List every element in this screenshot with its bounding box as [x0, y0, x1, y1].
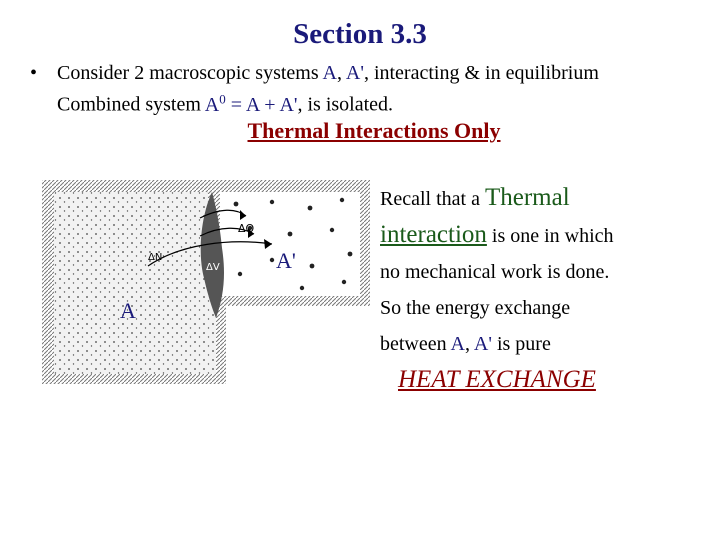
recall-line-5: between A, A' is pure: [380, 326, 710, 362]
combined-system-superscript: 0: [219, 91, 226, 106]
system-A-ref: A: [322, 62, 337, 84]
bullet-text: Consider 2 macroscopic systems A, A', in…: [57, 60, 700, 118]
recall-p1: Recall that a: [380, 188, 485, 210]
recall-A-ref: A: [450, 333, 465, 355]
bullet-line-1: Consider 2 macroscopic systems A, A', in…: [57, 60, 700, 86]
bullet-line-2-pre: Combined system: [57, 93, 205, 116]
delta-Q-label: ΔQ: [238, 222, 255, 235]
recall-line-2: interaction is one in which: [380, 217, 710, 254]
bullet-symbol: •: [30, 62, 38, 84]
recall-line-1: Recall that a Thermal: [380, 180, 710, 217]
bullet-line-2: Combined system A0 = A + A', is isolated…: [57, 86, 700, 118]
recall-A-prime-ref: A': [473, 333, 492, 355]
bullet-line-2-post: , is isolated.: [297, 93, 394, 116]
recall-line-5-comma: ,: [464, 333, 474, 355]
recall-line-4: So the energy exchange: [380, 297, 571, 319]
arrow-heads: [240, 210, 272, 249]
thermal-word: Thermal: [484, 184, 570, 211]
delta-N-label: ΔN: [148, 252, 162, 263]
label-A: A: [120, 298, 136, 323]
label-A-prime: A': [276, 248, 296, 273]
recall-p2: is one in which: [486, 225, 614, 247]
bullet-line-1-post: , interacting & in equilibrium: [363, 62, 599, 84]
bullet-line-1-comma: ,: [336, 62, 346, 84]
recall-line-5-post: is pure: [491, 333, 551, 355]
interaction-word: interaction: [380, 221, 487, 248]
combined-system-symbol: A: [204, 93, 220, 116]
recall-text: Recall that a Thermal interaction is one…: [380, 180, 710, 362]
system-A-particles: [54, 192, 216, 374]
system-A-prime-ref: A': [345, 62, 364, 84]
page-title: Section 3.3: [293, 18, 427, 50]
heat-exchange-text: HEAT EXCHANGE: [398, 366, 596, 393]
combined-system-ref: A0 = A + A': [204, 91, 298, 116]
bullet-item: • Consider 2 macroscopic systems A, A', …: [30, 60, 700, 118]
recall-line-5-pre: between: [380, 333, 451, 355]
system-A-prime-region: [220, 192, 360, 296]
bullet-line-1-pre: Consider 2 macroscopic systems: [57, 62, 323, 84]
partition-wall: [200, 192, 224, 318]
delta-V-label: ΔV: [206, 262, 220, 273]
thermal-interaction-figure: ΔQ ΔN ΔV: [40, 178, 372, 386]
recall-line-3: no mechanical work is done.: [380, 261, 610, 283]
combined-system-equation: = A + A': [225, 93, 298, 116]
subheading: Thermal Interactions Only: [247, 118, 501, 143]
system-diagram: ΔQ ΔN ΔV: [42, 180, 370, 384]
